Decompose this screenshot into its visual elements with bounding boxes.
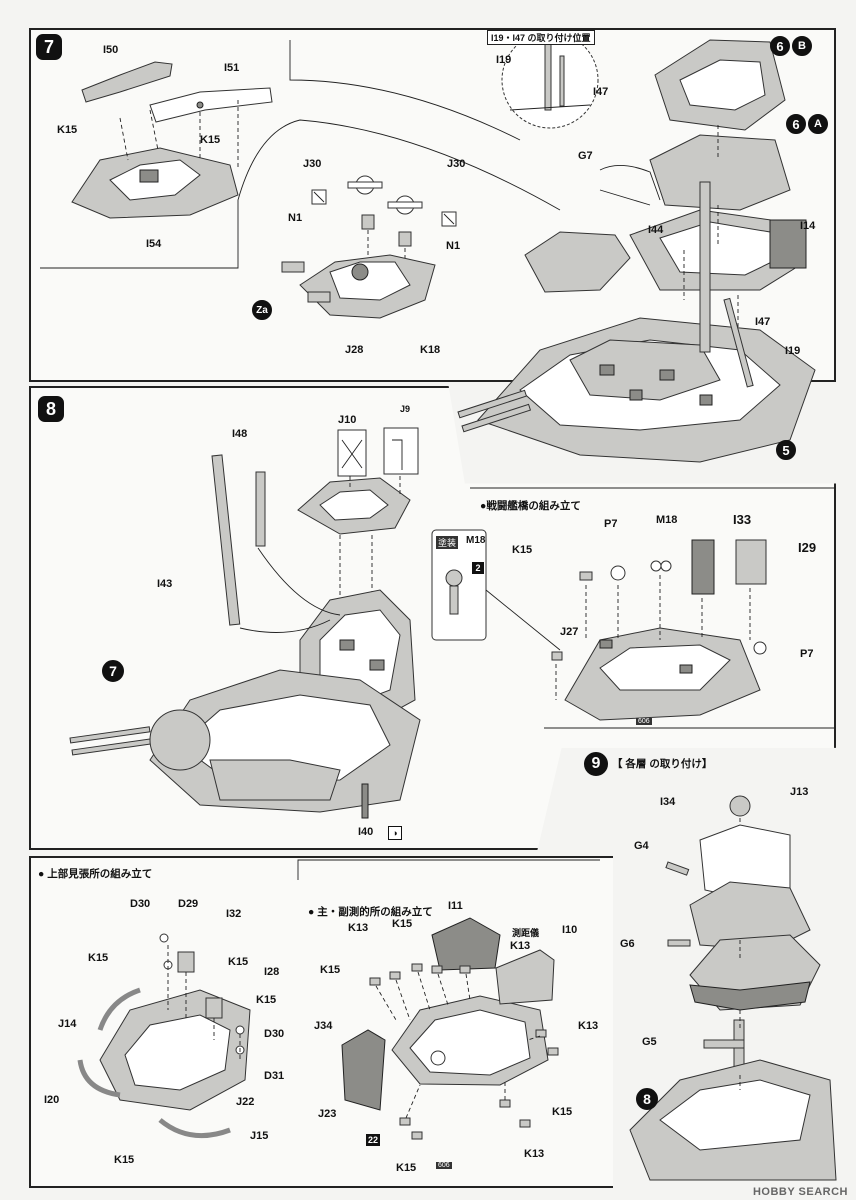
lookout-label-d31: D31 (264, 1070, 285, 1082)
rangefinder-label-sokukyogi: 測距儀 (512, 928, 540, 938)
step-6b-sub: B (792, 36, 812, 56)
rangefinder-label-i11: I11 (448, 900, 463, 912)
rangefinder-label-k13-a: K13 (348, 922, 369, 934)
i40-mark-icon: ◑ (388, 826, 402, 840)
rangefinder-label-k15-a: K15 (392, 918, 413, 930)
step-7-ref: 7 (102, 660, 124, 682)
label-k15-a: K15 (57, 124, 78, 136)
lookout-label-k15-c: K15 (256, 994, 277, 1006)
step9-label-g5: G5 (642, 1036, 657, 1048)
step-8-ref: 8 (636, 1088, 658, 1110)
rangefinder-label-k13-c: K13 (578, 1020, 599, 1032)
bridge-label-i33: I33 (733, 512, 752, 527)
label-j28: J28 (345, 344, 364, 356)
bridge-label-k15: K15 (512, 544, 533, 556)
bridge-badge: 606 (636, 718, 652, 725)
lookout-label-d30-a: D30 (130, 898, 151, 910)
step-6b-ref: 6 (770, 36, 790, 56)
paint-tag: 塗装 (436, 536, 459, 549)
paint-color: M18 (466, 535, 486, 546)
rangefinder-label-k13-b: K13 (510, 940, 531, 952)
label-j30-b: J30 (447, 158, 466, 170)
rangefinder-label-j23: J23 (318, 1108, 337, 1120)
label-i43: I43 (157, 578, 173, 590)
label-za-badge: Za (252, 300, 272, 320)
bridge-title: ●戦闘艦橋の組み立て (480, 500, 581, 512)
bridge-label-p7-b: P7 (800, 648, 814, 660)
step-5-ref: 5 (776, 440, 796, 460)
lookout-label-i20: I20 (44, 1094, 60, 1106)
label-g7: G7 (578, 150, 593, 162)
step9-label-g6: G6 (620, 938, 635, 950)
paint-count: 2 (472, 562, 484, 574)
rangefinder-label-k15-b: K15 (320, 964, 341, 976)
label-k15-b: K15 (200, 134, 221, 146)
rangefinder-count-22: 22 (366, 1134, 380, 1146)
label-n1-a: N1 (288, 212, 303, 224)
bridge-label-m18: M18 (656, 514, 678, 526)
label-i54: I54 (146, 238, 162, 250)
label-i48: I48 (232, 428, 248, 440)
label-k18: K18 (420, 344, 441, 356)
label-i50: I50 (103, 44, 119, 56)
lookout-title: ● 上部見張所の組み立て (38, 868, 153, 880)
label-i51: I51 (224, 62, 240, 74)
lookout-label-k15-d: K15 (114, 1154, 135, 1166)
label-n1-b: N1 (446, 240, 461, 252)
label-i19: I19 (785, 345, 801, 357)
bridge-label-p7-a: P7 (604, 518, 618, 530)
rangefinder-label-j34: J34 (314, 1020, 333, 1032)
step-6a-sub: A (808, 114, 828, 134)
inset-label-i19: I19 (496, 54, 512, 66)
rangefinder-title: ● 主・副測的所の組み立て (308, 906, 433, 918)
lookout-label-i28: I28 (264, 966, 280, 978)
rangefinder-label-k15-d: K15 (396, 1162, 417, 1174)
lookout-label-d30-b: D30 (264, 1028, 285, 1040)
inset-title: I19・I47 の取り付け位置 (487, 30, 595, 45)
label-i44: I44 (648, 224, 664, 236)
label-i14: I14 (800, 220, 816, 232)
label-i40: I40 (358, 826, 374, 838)
lookout-label-i32: I32 (226, 908, 242, 920)
step-9-number: 9 (584, 752, 608, 776)
step-9-title: 【 各層 の取り付け】 (612, 758, 713, 770)
rangefinder-badge: 606 (436, 1162, 452, 1169)
step9-label-i34: I34 (660, 796, 676, 808)
step-7-number: 7 (36, 34, 62, 60)
lookout-label-d29: D29 (178, 898, 199, 910)
lookout-label-k15-b: K15 (228, 956, 249, 968)
lookout-label-j22: J22 (236, 1096, 255, 1108)
label-i47: I47 (755, 316, 771, 328)
bridge-label-i29: I29 (798, 540, 817, 555)
watermark: HOBBY SEARCH (752, 1186, 848, 1198)
lookout-label-j15: J15 (250, 1130, 269, 1142)
step-8-number: 8 (38, 396, 64, 422)
bridge-label-j27: J27 (560, 626, 579, 638)
rangefinder-label-k15-c: K15 (552, 1106, 573, 1118)
rangefinder-label-k13-d: K13 (524, 1148, 545, 1160)
label-j30-a: J30 (303, 158, 322, 170)
label-j9: J9 (400, 404, 411, 414)
lookout-label-k15-a: K15 (88, 952, 109, 964)
label-j10: J10 (338, 414, 357, 426)
rangefinder-label-i10: I10 (562, 924, 578, 936)
step9-label-j13: J13 (790, 786, 809, 798)
step-6a-ref: 6 (786, 114, 806, 134)
inset-label-i47: I47 (593, 86, 609, 98)
step9-label-g4: G4 (634, 840, 649, 852)
lookout-label-j14: J14 (58, 1018, 77, 1030)
